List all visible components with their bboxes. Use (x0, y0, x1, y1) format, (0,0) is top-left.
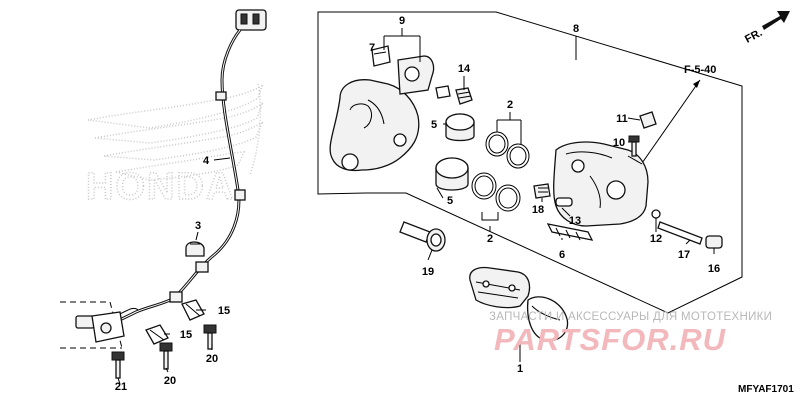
callout-15-lower: 15 (180, 329, 192, 341)
callout-19: 19 (422, 266, 434, 278)
sensor-tip (75, 315, 95, 329)
front-arrow-icon (762, 11, 790, 30)
callout-16: 16 (708, 263, 720, 275)
speed-sensor-wire (107, 9, 267, 327)
bleeder-valve-10 (628, 135, 640, 157)
bracket-slide-pin-9 (397, 55, 435, 95)
caliper-assembly-outline (317, 11, 743, 314)
bolt-20-left (159, 342, 173, 370)
cable-clamp-15-lower (145, 324, 169, 345)
pin-13 (555, 197, 573, 207)
callout-15-upper: 15 (218, 305, 230, 317)
bracket-mount-hole (393, 133, 407, 147)
frame-reference-arrowhead (693, 80, 700, 88)
callout-6: 6 (559, 249, 565, 261)
callout-5-upper: 5 (431, 119, 437, 131)
callout-4: 4 (203, 155, 210, 167)
cable-grommet (215, 91, 227, 101)
seal-12 (651, 209, 661, 219)
frame-reference-label: F-5-40 (684, 64, 716, 76)
honda-wing-logo: HONDA (85, 83, 264, 209)
cable-grommet (195, 261, 209, 273)
piston-seal-set-upper (485, 131, 530, 169)
callout-20-left: 20 (164, 375, 176, 387)
slide-pin-19 (399, 221, 446, 252)
callout-12: 12 (650, 233, 662, 245)
pad-pin-17 (657, 221, 703, 245)
sensor-mount-hole (100, 322, 112, 334)
pad-spring-6 (546, 223, 594, 241)
cable-grommet (169, 291, 183, 303)
cable-clamp-15-upper (181, 299, 205, 321)
direction-indicator: FR. (743, 11, 790, 46)
callout-13: 13 (569, 215, 581, 227)
connector-latch (240, 13, 248, 25)
piston-lower (435, 157, 469, 191)
caliper-bracket (329, 79, 420, 172)
callout-14: 14 (458, 63, 471, 75)
callout-3: 3 (195, 220, 201, 232)
piston-upper (445, 113, 475, 142)
cable-clip (185, 241, 205, 257)
diagram-code: MFYAF1701 (738, 384, 794, 395)
bolt-20-right (203, 324, 217, 350)
direction-label: FR. (743, 27, 764, 46)
frame-reference-leader (639, 79, 701, 167)
pad-retainer-7 (371, 45, 391, 67)
callout-2-lower: 2 (487, 233, 493, 245)
callout-2-upper: 2 (507, 99, 513, 111)
honda-logo-text: HONDA (86, 166, 235, 208)
bracket-mount-hole (341, 153, 359, 171)
callout-5-lower: 5 (447, 195, 453, 207)
callout-17: 17 (678, 249, 690, 261)
callout-8: 8 (573, 23, 579, 35)
boot-18 (533, 183, 551, 199)
watermark-logo: PARTSFOR.RU (494, 322, 727, 357)
callout-20-right: 20 (206, 353, 218, 365)
caliper-body (553, 141, 649, 227)
callout-7: 7 (369, 42, 375, 54)
brake-pad-set (469, 266, 569, 342)
connector-latch (252, 13, 260, 25)
bleeder-cap-11 (639, 111, 657, 129)
callout-21: 21 (115, 381, 127, 393)
leader-lines (117, 28, 715, 385)
pin-boot-small (435, 85, 451, 99)
callout-10: 10 (613, 137, 625, 149)
pin-boot-14 (455, 87, 473, 105)
watermark-caption: ЗАПЧАСТИ И АКСЕССУАРЫ ДЛЯ МОТОТЕХНИКИ (489, 311, 772, 323)
callout-11: 11 (616, 113, 628, 125)
pin-plug-16 (705, 235, 723, 249)
callout-9: 9 (399, 15, 405, 27)
piston-seal-set-lower (471, 172, 521, 212)
wheel-speed-sensor (75, 307, 139, 343)
callout-18: 18 (532, 204, 544, 216)
cable-grommet (234, 189, 246, 201)
callout-1: 1 (517, 363, 523, 375)
bolt-21 (111, 351, 125, 379)
